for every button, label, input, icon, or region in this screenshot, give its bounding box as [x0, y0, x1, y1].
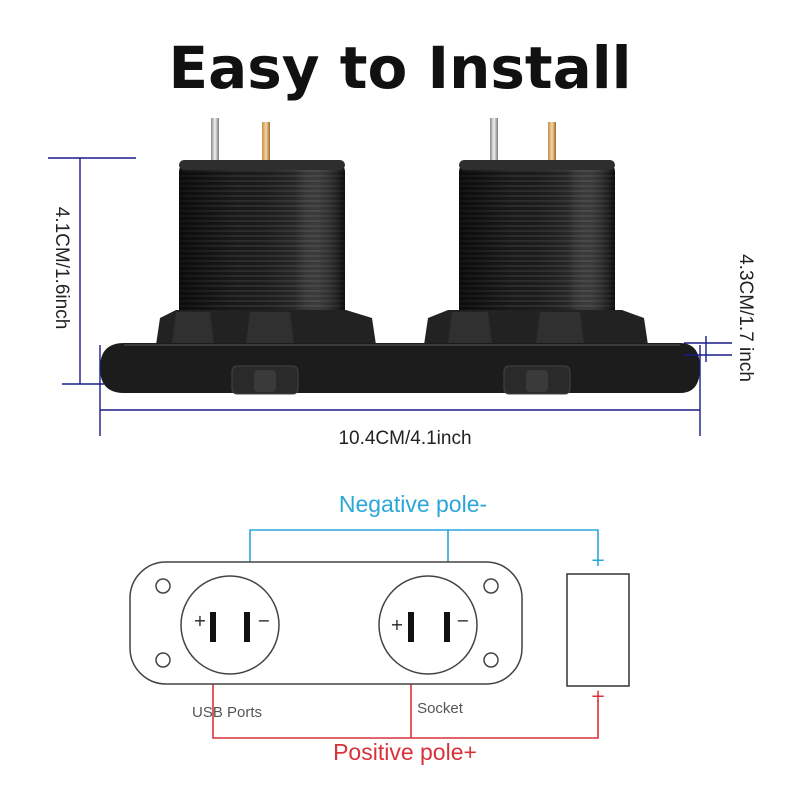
screw-hole — [483, 652, 499, 668]
page-title: Easy to Install — [168, 34, 631, 102]
usb-minus-sign: − — [257, 611, 270, 630]
width-label: 10.4CM/4.1inch — [338, 428, 471, 449]
socket-terminal: + − — [378, 575, 478, 675]
dimension-lines — [48, 157, 732, 436]
usb-plus-sign: + — [193, 611, 206, 630]
usb-port-housing — [179, 160, 345, 324]
screw-hole — [155, 652, 171, 668]
socket-plus-sign: + — [390, 615, 403, 634]
terminal-pin — [211, 118, 219, 166]
usb-ports-label: USB Ports — [192, 704, 262, 721]
usb-port-terminal: + − — [180, 575, 280, 675]
terminal-pin — [262, 122, 270, 166]
screw-hole — [155, 578, 171, 594]
base-plate — [100, 343, 700, 393]
negative-pole-label: Negative pole- — [339, 491, 487, 517]
height-right-label: 4.3CM/1.7 inch — [735, 254, 756, 382]
dual-socket-panel-icon — [100, 118, 700, 395]
battery-minus-sign: − — [590, 550, 605, 571]
screw-hole — [483, 578, 499, 594]
terminal-pin — [548, 122, 556, 166]
socket-minus-sign: − — [456, 611, 469, 630]
socket-housing — [459, 160, 615, 324]
socket-label: Socket — [417, 700, 464, 717]
battery-plus-sign: + — [590, 686, 605, 707]
battery-icon — [566, 573, 630, 687]
positive-pole-label: Positive pole+ — [333, 739, 477, 765]
terminal-pin — [490, 118, 498, 166]
height-left-label: 4.1CM/1.6inch — [51, 207, 72, 330]
